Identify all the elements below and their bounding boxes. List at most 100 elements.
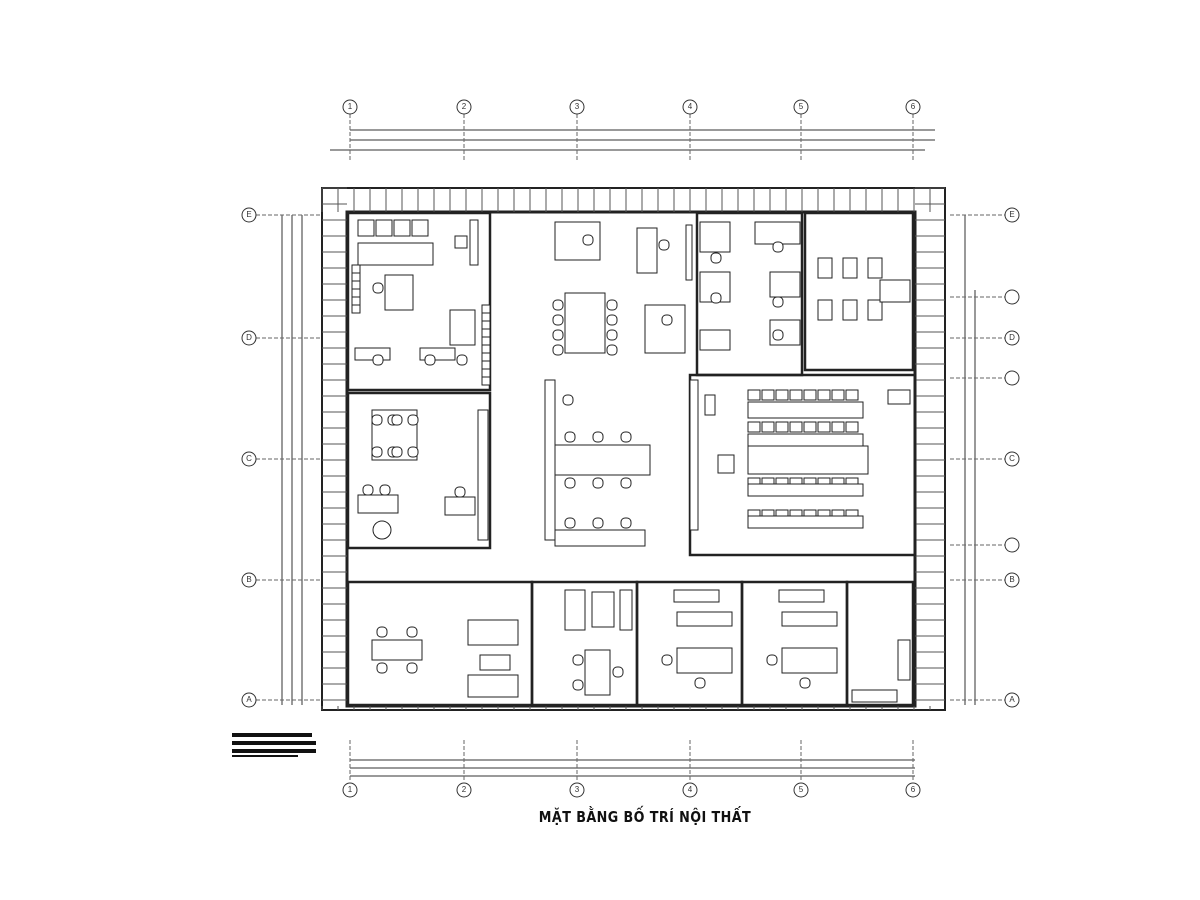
chair — [772, 296, 784, 308]
chair — [772, 329, 784, 341]
chair — [845, 389, 859, 401]
plant — [481, 376, 491, 386]
grid-label: 6 — [911, 102, 916, 111]
plant — [481, 336, 491, 346]
chair — [371, 446, 383, 458]
chair — [612, 666, 624, 678]
toilet — [842, 257, 858, 279]
chair — [747, 389, 761, 401]
chair — [592, 477, 604, 489]
desk — [769, 271, 801, 298]
chair — [379, 484, 391, 496]
grid-label: B — [1009, 575, 1014, 584]
grid-bubble — [1004, 451, 1020, 467]
grid-bubble — [1004, 289, 1020, 305]
chair — [606, 344, 618, 356]
pantry-room — [845, 580, 915, 707]
plant — [351, 304, 361, 314]
chair — [552, 329, 564, 341]
grid-bubble — [1004, 692, 1020, 708]
grid-label: C — [246, 454, 252, 463]
reception-counter — [357, 242, 434, 266]
round-table — [372, 520, 392, 540]
chair — [658, 239, 670, 251]
grid-bubble — [241, 207, 257, 223]
chair — [372, 282, 384, 294]
cabinet — [393, 219, 411, 237]
cabinet — [778, 589, 825, 603]
toilet — [817, 299, 833, 321]
conference-table — [564, 292, 606, 354]
cabinet — [619, 589, 633, 631]
plant — [481, 344, 491, 354]
chair — [376, 662, 388, 674]
training-table — [747, 401, 864, 419]
desk — [781, 647, 838, 674]
grid-bubble — [1004, 572, 1020, 588]
plant — [481, 312, 491, 322]
cabinet — [454, 235, 468, 249]
toilet — [842, 299, 858, 321]
chair — [572, 679, 584, 691]
grid-bubble — [1004, 537, 1020, 553]
grid-bubble — [456, 99, 472, 115]
dimension-lines — [281, 129, 976, 777]
chair — [694, 677, 706, 689]
sofa — [467, 619, 519, 646]
plant — [351, 296, 361, 306]
chair — [817, 389, 831, 401]
cabinet — [704, 394, 716, 416]
chair — [407, 446, 419, 458]
chair — [661, 654, 673, 666]
chair — [372, 354, 384, 366]
grid-bubble — [241, 572, 257, 588]
chair — [620, 517, 632, 529]
chair — [552, 299, 564, 311]
grid-bubble — [682, 782, 698, 798]
toilet — [867, 257, 883, 279]
partition — [685, 224, 693, 281]
chair — [562, 394, 574, 406]
grid-bubble — [456, 782, 472, 798]
grid-label: 3 — [575, 102, 580, 111]
cabinet — [673, 589, 720, 603]
grid-label: D — [246, 333, 252, 342]
grid-bubble — [241, 330, 257, 346]
chair — [454, 486, 466, 498]
office-room — [346, 211, 492, 392]
chair — [772, 241, 784, 253]
grid-label: 1 — [348, 785, 353, 794]
chair — [761, 389, 775, 401]
grid-label: B — [246, 575, 251, 584]
grid-bubble — [1004, 330, 1020, 346]
grid-label: C — [1009, 454, 1015, 463]
chair — [831, 421, 845, 433]
chair — [362, 484, 374, 496]
cabinet — [676, 611, 733, 627]
grid-label: 4 — [688, 102, 693, 111]
kitchen-counter — [897, 639, 911, 681]
grid-label: 1 — [348, 102, 353, 111]
desk — [384, 274, 414, 311]
grid-label: 2 — [462, 785, 467, 794]
shelf — [689, 379, 699, 531]
chair — [406, 626, 418, 638]
workstation — [644, 304, 686, 354]
chair — [761, 421, 775, 433]
kitchen-counter — [851, 689, 898, 703]
plant — [481, 352, 491, 362]
plant — [351, 288, 361, 298]
grid-bubble — [793, 782, 809, 798]
grid-bubble — [342, 99, 358, 115]
chair — [552, 314, 564, 326]
chair — [661, 314, 673, 326]
chair — [564, 477, 576, 489]
grid-label: D — [1009, 333, 1015, 342]
chair — [747, 421, 761, 433]
plant — [351, 264, 361, 274]
chair — [710, 292, 722, 304]
grid-bubble — [793, 99, 809, 115]
plant — [481, 304, 491, 314]
meeting-table — [371, 639, 423, 661]
chair — [406, 662, 418, 674]
